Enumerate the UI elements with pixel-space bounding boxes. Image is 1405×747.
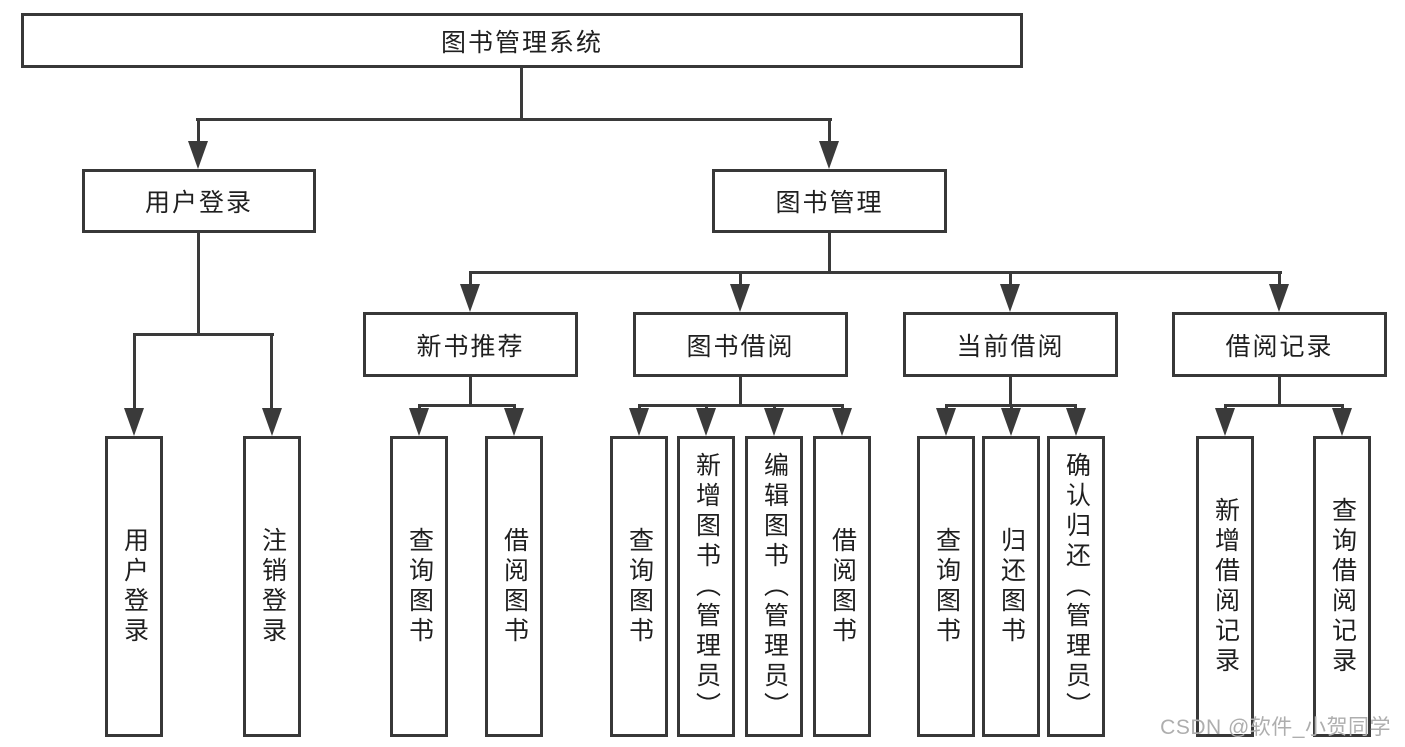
connector-line — [828, 232, 831, 274]
node-book-borrow: 图书借阅 — [633, 312, 848, 377]
leaf-borrow-book-1-label: 借阅图书 — [500, 526, 529, 647]
connector-arrowhead — [696, 408, 716, 436]
leaf-user-login: 用户登录 — [105, 436, 163, 737]
leaf-query-book-3-label: 查询图书 — [932, 526, 961, 647]
leaf-query-book-1-label: 查询图书 — [405, 526, 434, 647]
connector-arrowhead — [409, 408, 429, 436]
leaf-add-book-admin: 新增图书（管理员） — [677, 436, 735, 737]
leaf-return-book: 归还图书 — [982, 436, 1040, 737]
leaf-query-book-2: 查询图书 — [610, 436, 668, 737]
connector-line — [739, 271, 742, 287]
connector-arrowhead — [629, 408, 649, 436]
connector-arrowhead — [1269, 284, 1289, 312]
connector-arrowhead — [1000, 284, 1020, 312]
connector-line — [133, 333, 136, 413]
connector-line — [197, 118, 200, 144]
leaf-confirm-return-admin-label: 确认归还（管理员） — [1062, 451, 1091, 722]
leaf-query-borrow-record-label: 查询借阅记录 — [1328, 496, 1357, 677]
node-borrow-records: 借阅记录 — [1172, 312, 1387, 377]
connector-line — [469, 271, 472, 287]
connector-arrowhead — [764, 408, 784, 436]
connector-line — [1278, 376, 1281, 407]
node-current-borrow-label: 当前借阅 — [956, 332, 1065, 361]
leaf-borrow-book-2-label: 借阅图书 — [828, 526, 857, 647]
connector-line — [133, 333, 274, 336]
connector-arrowhead — [832, 408, 852, 436]
leaf-edit-book-admin-label: 编辑图书（管理员） — [760, 451, 789, 722]
node-user-login: 用户登录 — [82, 169, 316, 233]
node-current-borrow: 当前借阅 — [903, 312, 1118, 377]
leaf-return-book-label: 归还图书 — [997, 526, 1026, 647]
leaf-borrow-book-2: 借阅图书 — [813, 436, 871, 737]
leaf-add-book-admin-label: 新增图书（管理员） — [692, 451, 721, 722]
connector-arrowhead — [936, 408, 956, 436]
connector-line — [1009, 271, 1012, 287]
connector-arrowhead — [1215, 408, 1235, 436]
connector-line — [196, 118, 832, 121]
connector-arrowhead — [1332, 408, 1352, 436]
node-borrow-records-label: 借阅记录 — [1225, 332, 1334, 361]
leaf-confirm-return-admin: 确认归还（管理员） — [1047, 436, 1105, 737]
connector-arrowhead — [819, 141, 839, 169]
connector-arrowhead — [730, 284, 750, 312]
connector-line — [638, 404, 844, 407]
leaf-add-borrow-record: 新增借阅记录 — [1196, 436, 1254, 737]
leaf-logout-label: 注销登录 — [258, 526, 287, 647]
leaf-borrow-book-1: 借阅图书 — [485, 436, 543, 737]
node-user-login-label: 用户登录 — [144, 189, 253, 217]
connector-arrowhead — [188, 141, 208, 169]
connector-arrowhead — [460, 284, 480, 312]
connector-line — [469, 271, 1282, 274]
leaf-add-borrow-record-label: 新增借阅记录 — [1211, 496, 1240, 677]
connector-line — [520, 67, 523, 120]
leaf-user-login-label: 用户登录 — [120, 526, 149, 647]
node-root-label: 图书管理系统 — [440, 28, 603, 57]
node-new-book-recommend-label: 新书推荐 — [416, 332, 525, 361]
leaf-query-book-1: 查询图书 — [390, 436, 448, 737]
node-book-management: 图书管理 — [712, 169, 947, 233]
connector-arrowhead — [1001, 408, 1021, 436]
connector-line — [270, 333, 273, 413]
connector-line — [418, 404, 516, 407]
leaf-query-book-3: 查询图书 — [917, 436, 975, 737]
connector-arrowhead — [124, 408, 144, 436]
leaf-logout: 注销登录 — [243, 436, 301, 737]
watermark: CSDN @软件_小贺同学 — [1160, 716, 1391, 739]
node-book-borrow-label: 图书借阅 — [686, 332, 795, 361]
node-book-management-label: 图书管理 — [775, 189, 884, 217]
leaf-query-borrow-record: 查询借阅记录 — [1313, 436, 1371, 737]
connector-line — [197, 232, 200, 335]
connector-line — [1224, 404, 1343, 407]
node-root: 图书管理系统 — [21, 13, 1023, 68]
connector-line — [739, 376, 742, 407]
node-new-book-recommend: 新书推荐 — [363, 312, 578, 377]
connector-line — [469, 376, 472, 407]
leaf-edit-book-admin: 编辑图书（管理员） — [745, 436, 803, 737]
connector-arrowhead — [504, 408, 524, 436]
connector-arrowhead — [1066, 408, 1086, 436]
connector-line — [828, 118, 831, 144]
connector-line — [1009, 376, 1012, 407]
connector-arrowhead — [262, 408, 282, 436]
connector-line — [1278, 271, 1281, 287]
leaf-query-book-2-label: 查询图书 — [625, 526, 654, 647]
